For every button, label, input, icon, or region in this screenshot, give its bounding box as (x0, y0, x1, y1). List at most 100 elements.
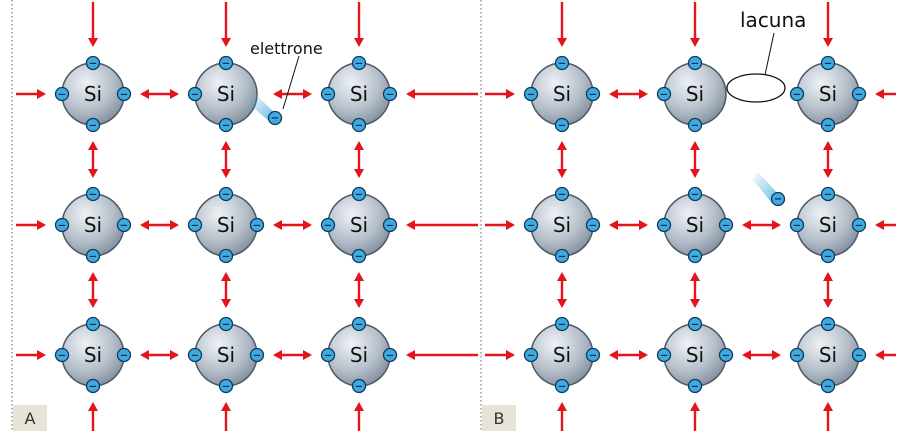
electron-sign: − (558, 320, 566, 331)
si-atom-label: Si (686, 343, 704, 367)
electron-dot (218, 248, 234, 264)
arrowhead-v-b-1-1-d (690, 299, 700, 308)
electron-sign: − (120, 221, 128, 232)
arrowhead-h-a-1-1-l (273, 220, 282, 230)
arrowhead-h-b-0-0-r (639, 89, 648, 99)
electron-dot (85, 55, 101, 71)
electron-left: − (320, 347, 336, 363)
electron-left: − (187, 217, 203, 233)
si-atom-b-0-1: Si − − − (656, 55, 727, 133)
electron-sign: − (660, 221, 668, 232)
electron-sign: − (355, 252, 363, 263)
electron-dot (218, 316, 234, 332)
electron-sign: − (691, 59, 699, 70)
electron-dot (851, 86, 867, 102)
electron-bottom: − (687, 378, 703, 394)
electron-sign: − (386, 351, 394, 362)
arrowhead-v-a-1-0-d (221, 169, 231, 178)
electron-top: − (218, 186, 234, 202)
electron-bottom: − (218, 248, 234, 264)
electron-top: − (218, 316, 234, 332)
electron-top: − (687, 186, 703, 202)
arrowhead-edge-right-b-0 (875, 89, 884, 99)
arrowhead-h-a-0-1-r (303, 89, 312, 99)
arrowhead-h-a-1-1-r (303, 220, 312, 230)
electron-bottom: − (554, 378, 570, 394)
si-atom-b-1-2: Si−−−− (789, 186, 867, 264)
electron-dot (382, 217, 398, 233)
arrowhead-h-a-2-1-r (303, 350, 312, 360)
arrowhead-v-b-2-1-d (823, 299, 833, 308)
arrowhead-h-a-2-0-l (140, 350, 149, 360)
electron-sign: − (120, 351, 128, 362)
arrowhead-edge-right-a-2 (406, 350, 415, 360)
electron-sign: − (660, 90, 668, 101)
electron-bottom: − (218, 117, 234, 133)
arrowhead-h-a-1-0-r (170, 220, 179, 230)
electron-left: − (656, 347, 672, 363)
electron-sign: − (222, 190, 230, 201)
panel-tag-b: B (482, 405, 516, 431)
electron-right: − (116, 86, 132, 102)
si-atom-label: Si (686, 82, 704, 106)
si-atom-label: Si (686, 213, 704, 237)
electron-dot (687, 248, 703, 264)
electron-sign: − (253, 351, 261, 362)
electron-dot (687, 378, 703, 394)
electron-right: − (382, 347, 398, 363)
electron-right: − (585, 347, 601, 363)
electron-top: − (687, 55, 703, 71)
electron-top: − (554, 186, 570, 202)
arrowhead-edge-left-b-0 (506, 89, 515, 99)
electron-sign: − (855, 90, 863, 101)
electron-dot (656, 347, 672, 363)
electron-sign: − (691, 382, 699, 393)
electron-bottom: − (85, 378, 101, 394)
arrowhead-edge-bottom-b-2 (823, 402, 833, 411)
electron-bottom: − (687, 248, 703, 264)
arrowhead-v-b-2-0-u (823, 141, 833, 150)
arrowhead-v-b-2-0-d (823, 169, 833, 178)
si-atom-label: Si (350, 213, 368, 237)
electron-right: − (585, 217, 601, 233)
electron-left: − (320, 217, 336, 233)
arrowhead-v-a-1-1-d (221, 299, 231, 308)
arrowhead-v-a-2-1-d (354, 299, 364, 308)
arrowhead-v-a-0-0-d (88, 169, 98, 178)
arrowhead-edge-bottom-a-0 (88, 402, 98, 411)
callout-line-electron (282, 55, 300, 110)
electron-bottom: − (351, 248, 367, 264)
arrowhead-v-a-0-0-u (88, 141, 98, 150)
electron-dot (320, 347, 336, 363)
electron-bottom: − (820, 378, 836, 394)
electron-dot (116, 347, 132, 363)
si-atom-label: Si (217, 82, 235, 106)
electron-right: − (718, 347, 734, 363)
si-atom-a-0-2: Si−−−− (320, 55, 398, 133)
electron-dot (54, 86, 70, 102)
electron-sign: − (191, 90, 199, 101)
arrowhead-v-a-0-1-d (88, 299, 98, 308)
electron-sign: − (527, 351, 535, 362)
electron-sign: − (58, 351, 66, 362)
si-atom-b-2-2: Si−−−− (789, 316, 867, 394)
electron-left: − (54, 217, 70, 233)
electron-right: − (116, 347, 132, 363)
arrowhead-edge-bottom-b-1 (690, 402, 700, 411)
electron-sign: − (824, 320, 832, 331)
electron-bottom: − (687, 117, 703, 133)
arrowhead-v-a-2-0-u (354, 141, 364, 150)
electron-dot (249, 347, 265, 363)
electron-dot (85, 316, 101, 332)
electron-dot (687, 186, 703, 202)
arrowhead-edge-left-a-1 (37, 220, 46, 230)
bonds-layer (16, 2, 896, 431)
arrowhead-edge-top-a-2 (354, 38, 364, 47)
electron-dot (54, 217, 70, 233)
electron-sign: − (89, 121, 97, 132)
electron-sign: − (527, 90, 535, 101)
electron-sign: − (855, 221, 863, 232)
electron-sign: − (355, 382, 363, 393)
electron-top: − (687, 316, 703, 332)
callout-line-hole (764, 32, 775, 76)
